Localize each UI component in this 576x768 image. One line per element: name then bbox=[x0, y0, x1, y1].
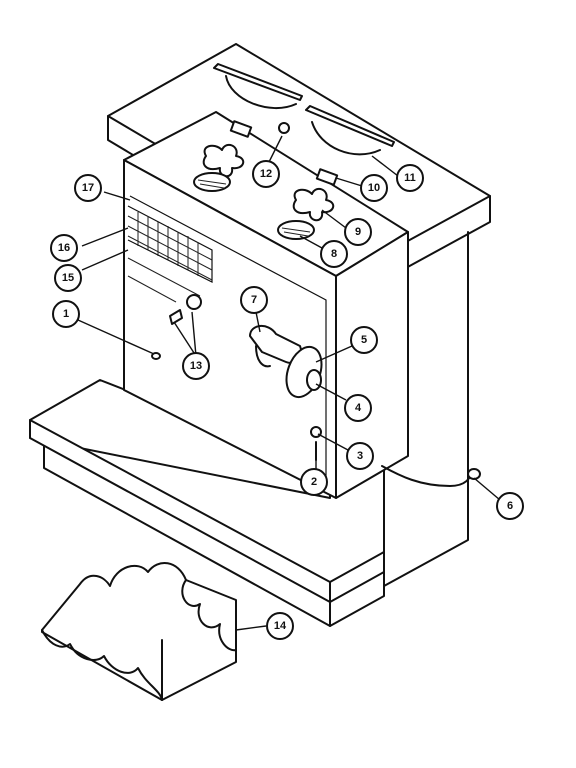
callout-1: 1 bbox=[52, 300, 80, 328]
heater-cabinet bbox=[123, 111, 409, 499]
svg-text:15: 15 bbox=[62, 272, 74, 284]
callout-5: 5 bbox=[350, 326, 378, 354]
svg-text:2: 2 bbox=[311, 476, 317, 488]
svg-text:4: 4 bbox=[355, 402, 362, 414]
callout-13: 13 bbox=[182, 352, 210, 380]
callout-8: 8 bbox=[320, 240, 348, 268]
callout-11: 11 bbox=[396, 164, 424, 192]
callout-17: 17 bbox=[74, 174, 102, 202]
callout-2: 2 bbox=[300, 468, 328, 496]
callout-12: 12 bbox=[252, 160, 280, 188]
svg-text:9: 9 bbox=[355, 226, 361, 238]
callout-14: 14 bbox=[266, 612, 294, 640]
svg-text:7: 7 bbox=[251, 294, 257, 306]
power-cord bbox=[381, 465, 481, 487]
svg-text:17: 17 bbox=[82, 182, 94, 194]
svg-text:3: 3 bbox=[357, 450, 363, 462]
callout-9: 9 bbox=[344, 218, 372, 246]
base-shelf bbox=[29, 379, 385, 627]
svg-text:5: 5 bbox=[361, 334, 367, 346]
callout-6: 6 bbox=[496, 492, 524, 520]
svg-text:6: 6 bbox=[507, 500, 513, 512]
svg-text:14: 14 bbox=[274, 620, 287, 632]
svg-text:16: 16 bbox=[58, 242, 70, 254]
louver-grille bbox=[127, 205, 213, 303]
leader-lines bbox=[77, 135, 501, 631]
callout-3: 3 bbox=[346, 442, 374, 470]
callout-4: 4 bbox=[344, 394, 372, 422]
log-set bbox=[41, 562, 237, 701]
callout-10: 10 bbox=[360, 174, 388, 202]
svg-text:12: 12 bbox=[260, 168, 272, 180]
callout-16: 16 bbox=[50, 234, 78, 262]
callout-15: 15 bbox=[54, 264, 82, 292]
svg-text:1: 1 bbox=[63, 308, 69, 320]
svg-text:11: 11 bbox=[404, 172, 416, 184]
svg-text:10: 10 bbox=[368, 182, 380, 194]
svg-text:8: 8 bbox=[331, 248, 337, 260]
svg-text:13: 13 bbox=[190, 360, 202, 372]
callout-7: 7 bbox=[240, 286, 268, 314]
